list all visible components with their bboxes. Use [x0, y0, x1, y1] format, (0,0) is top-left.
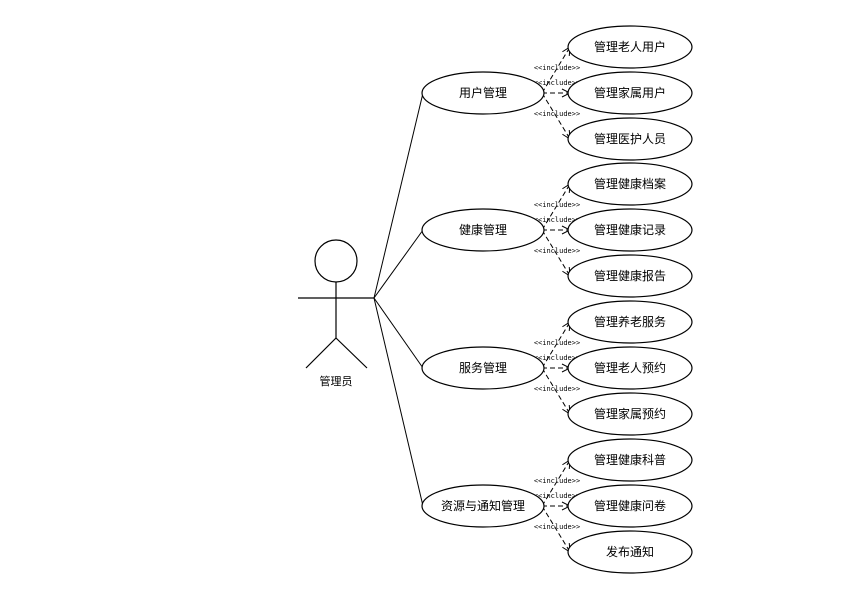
use-case-group: 服务管理 [421, 346, 545, 390]
use-case-shape [567, 392, 693, 436]
include-arrow [541, 229, 570, 276]
actor-admin: 管理员 [298, 239, 374, 388]
use-case-shape [567, 162, 693, 206]
include-arrow [541, 184, 570, 231]
association-line [373, 297, 424, 369]
use-case: 管理家属用户 [567, 71, 693, 115]
association-lines: <<include>> <<include>> <<include>> <<inclu… [373, 47, 580, 552]
association-line [373, 229, 424, 299]
use-case-group-label: 资源与通知管理 [441, 498, 525, 513]
use-case-label: 管理家属预约 [594, 406, 666, 421]
include-arrow [541, 505, 570, 552]
use-case-label: 管理家属用户 [594, 85, 666, 100]
include-arrow [541, 92, 570, 139]
use-case-shape [567, 530, 693, 574]
use-case-shape [567, 117, 693, 161]
association-line [373, 297, 424, 507]
actor-name: 管理员 [320, 374, 353, 388]
use-case-shape [567, 438, 693, 482]
use-case-group: 资源与通知管理 [421, 484, 545, 528]
use-case-shape [567, 484, 693, 528]
include-label: <<include>> [534, 247, 580, 255]
actor-head [314, 239, 358, 283]
association-line [373, 92, 424, 299]
use-case-shape [567, 346, 693, 390]
use-case-label: 管理健康档案 [594, 176, 666, 191]
use-case: 发布通知 [567, 530, 693, 574]
use-case-label: 管理老人预约 [594, 360, 666, 375]
include-label: <<include>> [534, 79, 580, 87]
use-case-label: 管理养老服务 [594, 314, 666, 329]
include-label: <<include>> [534, 385, 580, 393]
use-case-group-shape [421, 208, 545, 252]
include-arrow [541, 367, 570, 414]
use-case-label: 管理健康报告 [594, 268, 666, 283]
include-label: <<include>> [534, 492, 580, 500]
include-label: <<include>> [534, 201, 580, 209]
use-case-shape [567, 208, 693, 252]
use-case-label: 管理老人用户 [594, 39, 666, 54]
use-case: 管理老人用户 [567, 25, 693, 69]
use-case-label: 发布通知 [606, 544, 654, 559]
include-label: <<include>> [534, 354, 580, 362]
use-case-group: 健康管理 [421, 208, 545, 252]
use-case: 管理家属预约 [567, 392, 693, 436]
use-case: 管理健康科普 [567, 438, 693, 482]
use-case-group-shape [421, 71, 545, 115]
use-case: 管理健康问卷 [567, 484, 693, 528]
use-case-group-label: 健康管理 [459, 222, 507, 237]
use-case-shape [567, 300, 693, 344]
use-case-group-label: 服务管理 [459, 360, 507, 375]
use-case: 管理养老服务 [567, 300, 693, 344]
include-label: <<include>> [534, 110, 580, 118]
include-label: <<include>> [534, 523, 580, 531]
include-label: <<include>> [534, 477, 580, 485]
use-case: 管理健康记录 [567, 208, 693, 252]
include-label: <<include>> [534, 64, 580, 72]
include-arrow [541, 47, 570, 94]
actor-right-leg [335, 337, 368, 369]
use-case-group-shape [421, 484, 545, 528]
use-case-label: 管理健康记录 [594, 222, 666, 237]
use-case-group: 用户管理 [421, 71, 545, 115]
include-label: <<include>> [534, 216, 580, 224]
include-arrow [541, 322, 570, 369]
use-case: 管理健康报告 [567, 254, 693, 298]
use-case-shape [567, 25, 693, 69]
use-case-label: 管理健康问卷 [594, 498, 666, 513]
use-case-group-label: 用户管理 [459, 85, 507, 100]
use-case-shape [567, 71, 693, 115]
include-arrow [541, 460, 570, 507]
use-case: 管理健康档案 [567, 162, 693, 206]
use-case: 管理医护人员 [567, 117, 693, 161]
use-case-shape [567, 254, 693, 298]
use-case: 管理老人预约 [567, 346, 693, 390]
use-case-label: 管理健康科普 [594, 452, 666, 467]
use-case-label: 管理医护人员 [594, 131, 666, 146]
include-label: <<include>> [534, 339, 580, 347]
actor-left-leg [305, 337, 337, 369]
use-case-group-shape [421, 346, 545, 390]
